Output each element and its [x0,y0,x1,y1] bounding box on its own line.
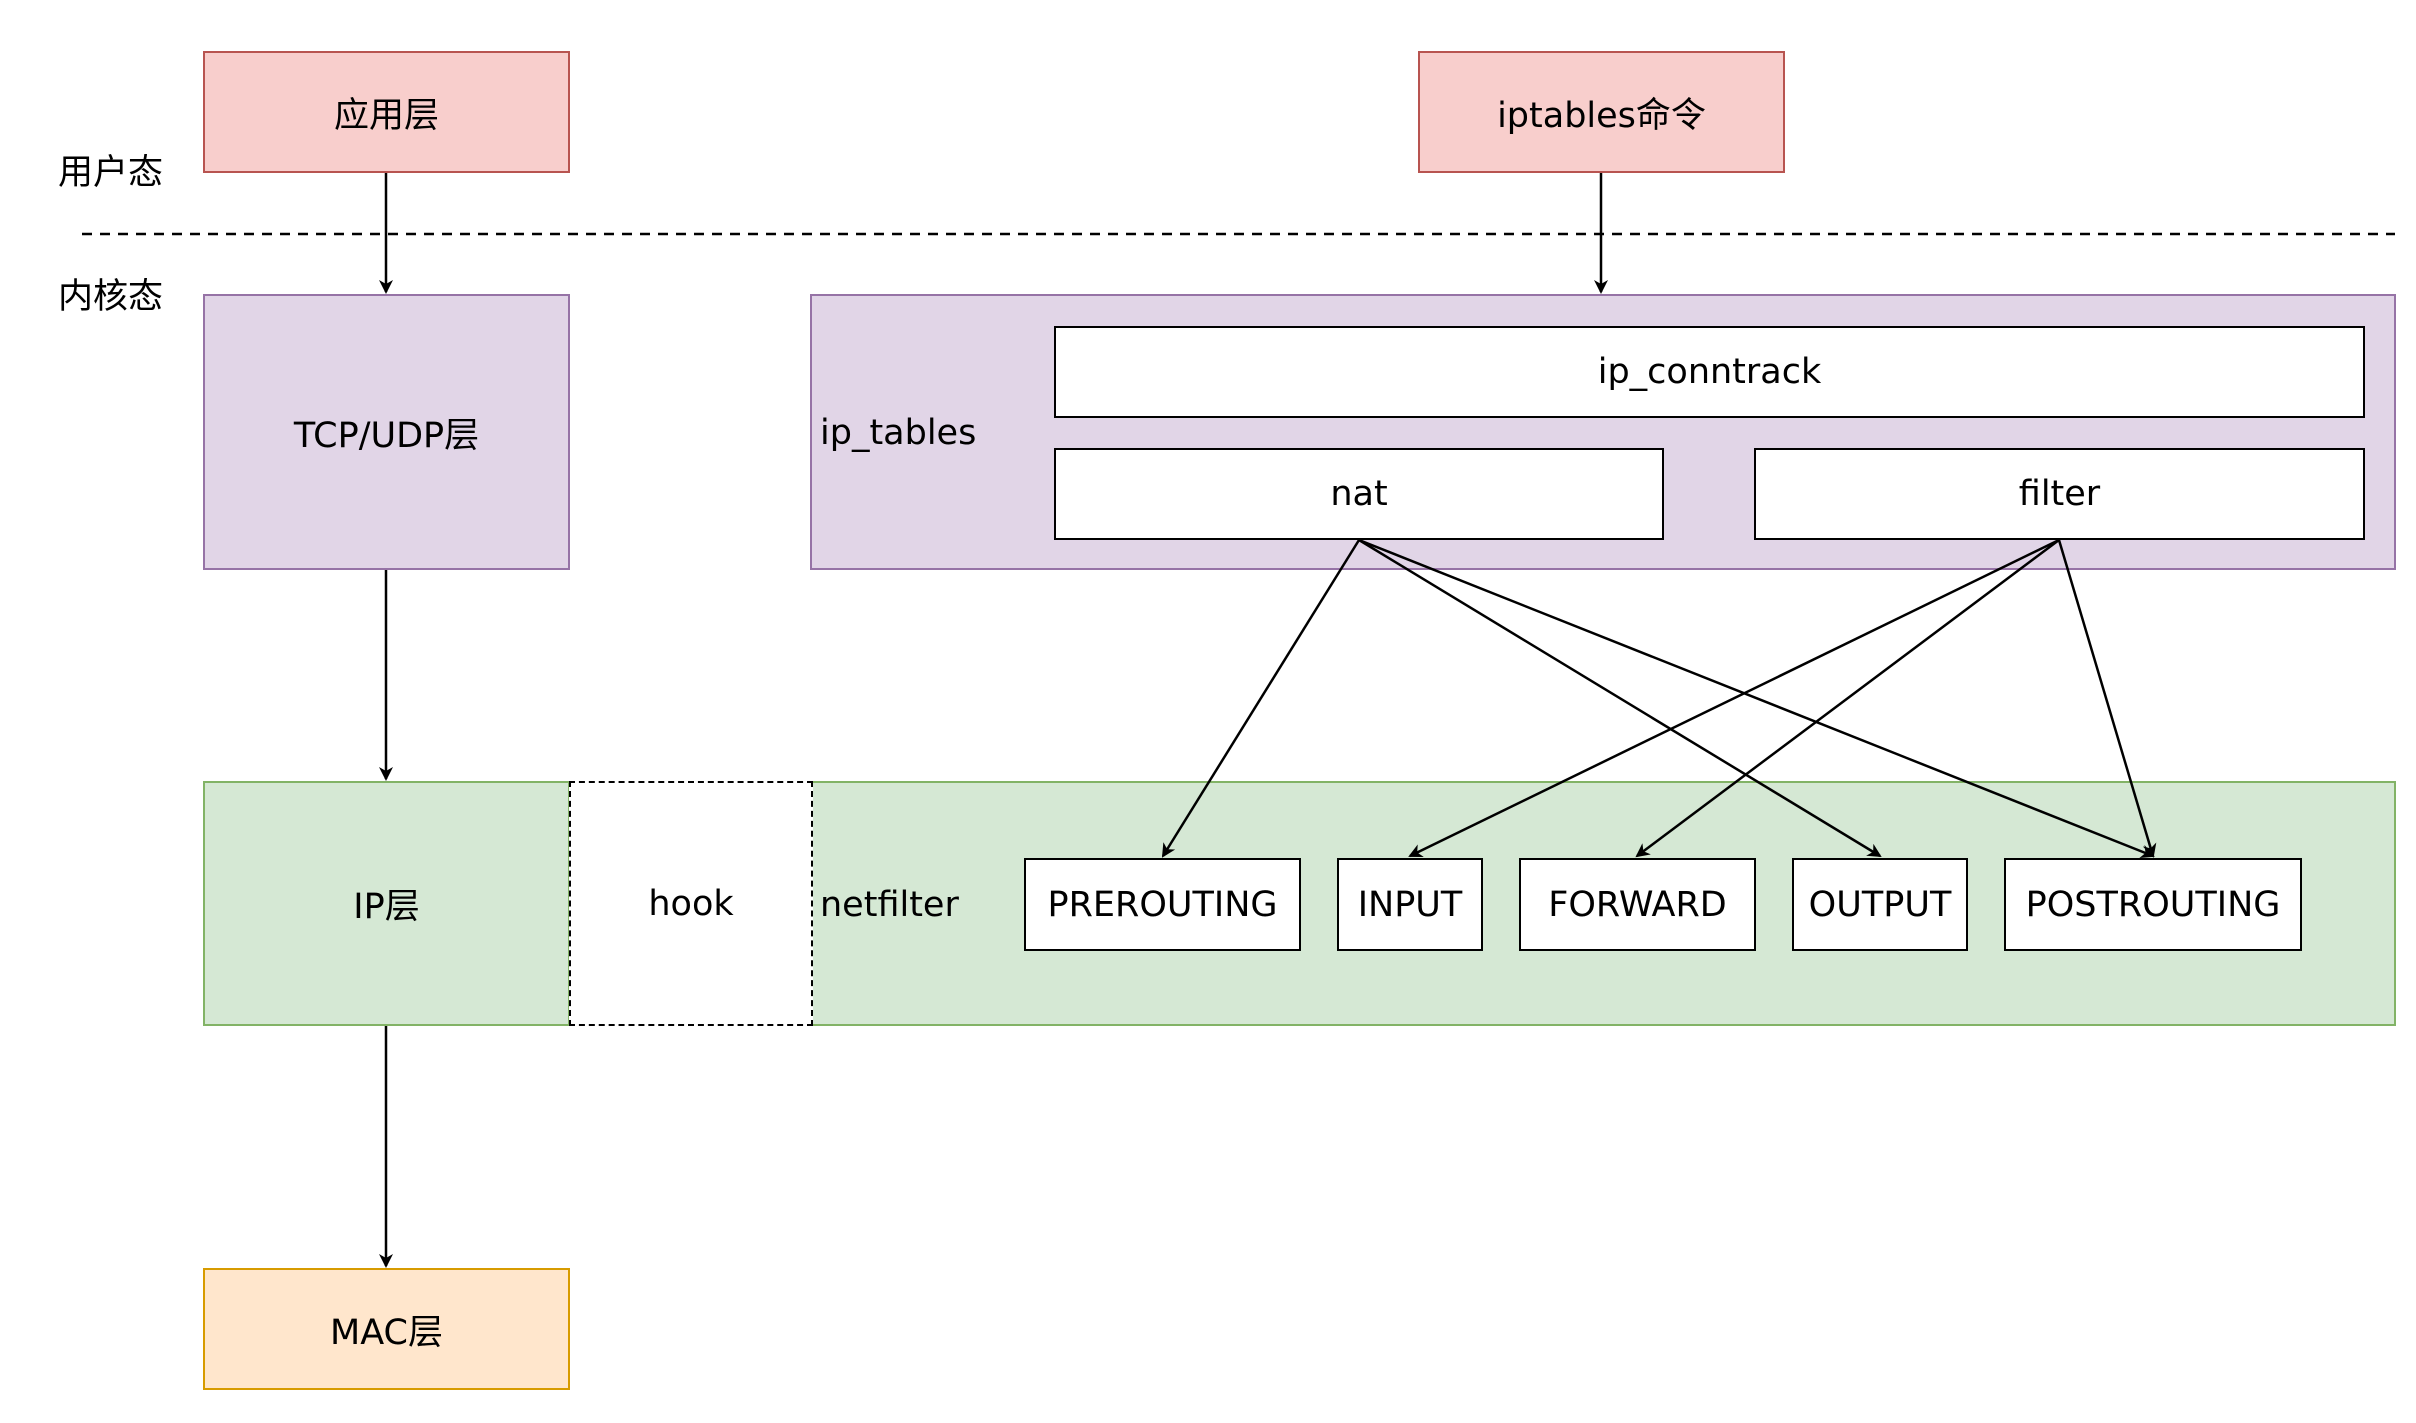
iptables-command-label: iptables命令 [1497,95,1706,136]
chain-input-label: INPUT [1357,884,1463,925]
tcp-udp-layer-box: TCP/UDP层 [203,294,570,570]
chain-forward: FORWARD [1519,858,1756,951]
mac-layer-label: MAC层 [330,1312,443,1353]
chain-prerouting: PREROUTING [1024,858,1301,951]
chain-postrouting: POSTROUTING [2004,858,2302,951]
app-layer-box: 应用层 [203,51,570,173]
chain-output-label: OUTPUT [1808,884,1952,925]
nat-table-box: nat [1054,448,1664,540]
chain-output: OUTPUT [1792,858,1968,951]
filter-table-label: filter [2018,474,2101,514]
chain-input: INPUT [1337,858,1483,951]
hook-box: hook [569,781,813,1026]
netfilter-label: netfilter [820,885,959,925]
app-layer-label: 应用层 [333,95,439,136]
user-space-label: 用户态 [58,153,164,193]
ip-layer-box: IP层 [203,781,570,1026]
kernel-space-label: 内核态 [58,277,164,317]
tcp-udp-layer-label: TCP/UDP层 [293,415,480,456]
ip-conntrack-box: ip_conntrack [1054,326,2365,418]
ip-conntrack-label: ip_conntrack [1597,352,1822,392]
chain-postrouting-label: POSTROUTING [2025,884,2281,925]
ip-tables-label: ip_tables [820,413,977,453]
chain-forward-label: FORWARD [1548,884,1727,925]
chain-prerouting-label: PREROUTING [1047,884,1278,925]
iptables-command-box: iptables命令 [1418,51,1785,173]
mac-layer-box: MAC层 [203,1268,570,1390]
hook-label: hook [648,883,734,924]
filter-table-box: filter [1754,448,2365,540]
ip-layer-label: IP层 [353,887,420,927]
nat-table-label: nat [1330,474,1388,514]
